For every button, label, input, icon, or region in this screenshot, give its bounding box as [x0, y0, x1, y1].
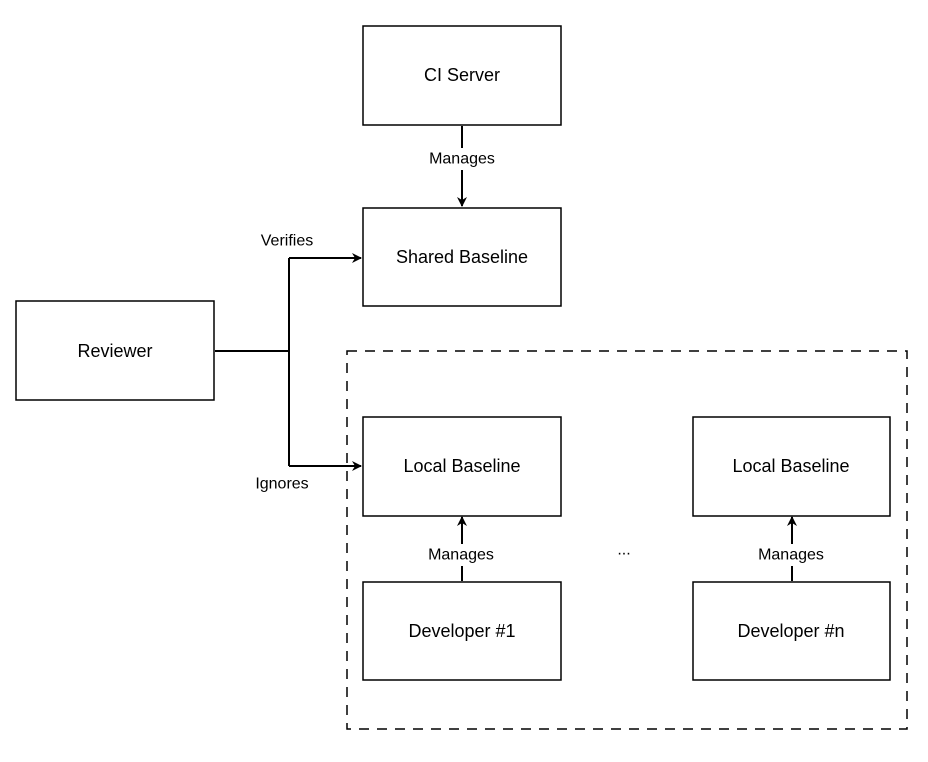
local-baseline-n-label: Local Baseline	[732, 456, 849, 476]
developer-1-label: Developer #1	[408, 621, 515, 641]
edge-reviewer-trunk	[215, 258, 290, 466]
devn-manages-label-box: Manages	[750, 544, 832, 566]
shared-baseline-node: Shared Baseline	[362, 207, 562, 307]
ci-server-label: CI Server	[424, 65, 500, 85]
devn-manages-label: Manages	[758, 547, 824, 564]
developer-1-node: Developer #1	[362, 581, 562, 681]
verifies-label: Verifies	[261, 233, 313, 250]
reviewer-label: Reviewer	[77, 341, 152, 361]
ellipsis-label: ...	[617, 542, 630, 559]
developer-n-label: Developer #n	[737, 621, 844, 641]
developer-group-box	[346, 350, 908, 730]
local-baseline-n-node: Local Baseline	[692, 416, 891, 517]
ci-manages-label-box: Manages	[422, 148, 502, 170]
developer-n-node: Developer #n	[692, 581, 891, 681]
ci-server-node: CI Server	[362, 25, 562, 126]
reviewer-node: Reviewer	[15, 300, 215, 401]
local-baseline-1-node: Local Baseline	[362, 416, 562, 517]
local-baseline-1-label: Local Baseline	[403, 456, 520, 476]
dev1-manages-label-box: Manages	[420, 544, 502, 566]
ci-manages-label: Manages	[429, 151, 495, 168]
dev1-manages-label: Manages	[428, 547, 494, 564]
ignores-label: Ignores	[255, 476, 308, 493]
shared-baseline-label: Shared Baseline	[396, 247, 528, 267]
